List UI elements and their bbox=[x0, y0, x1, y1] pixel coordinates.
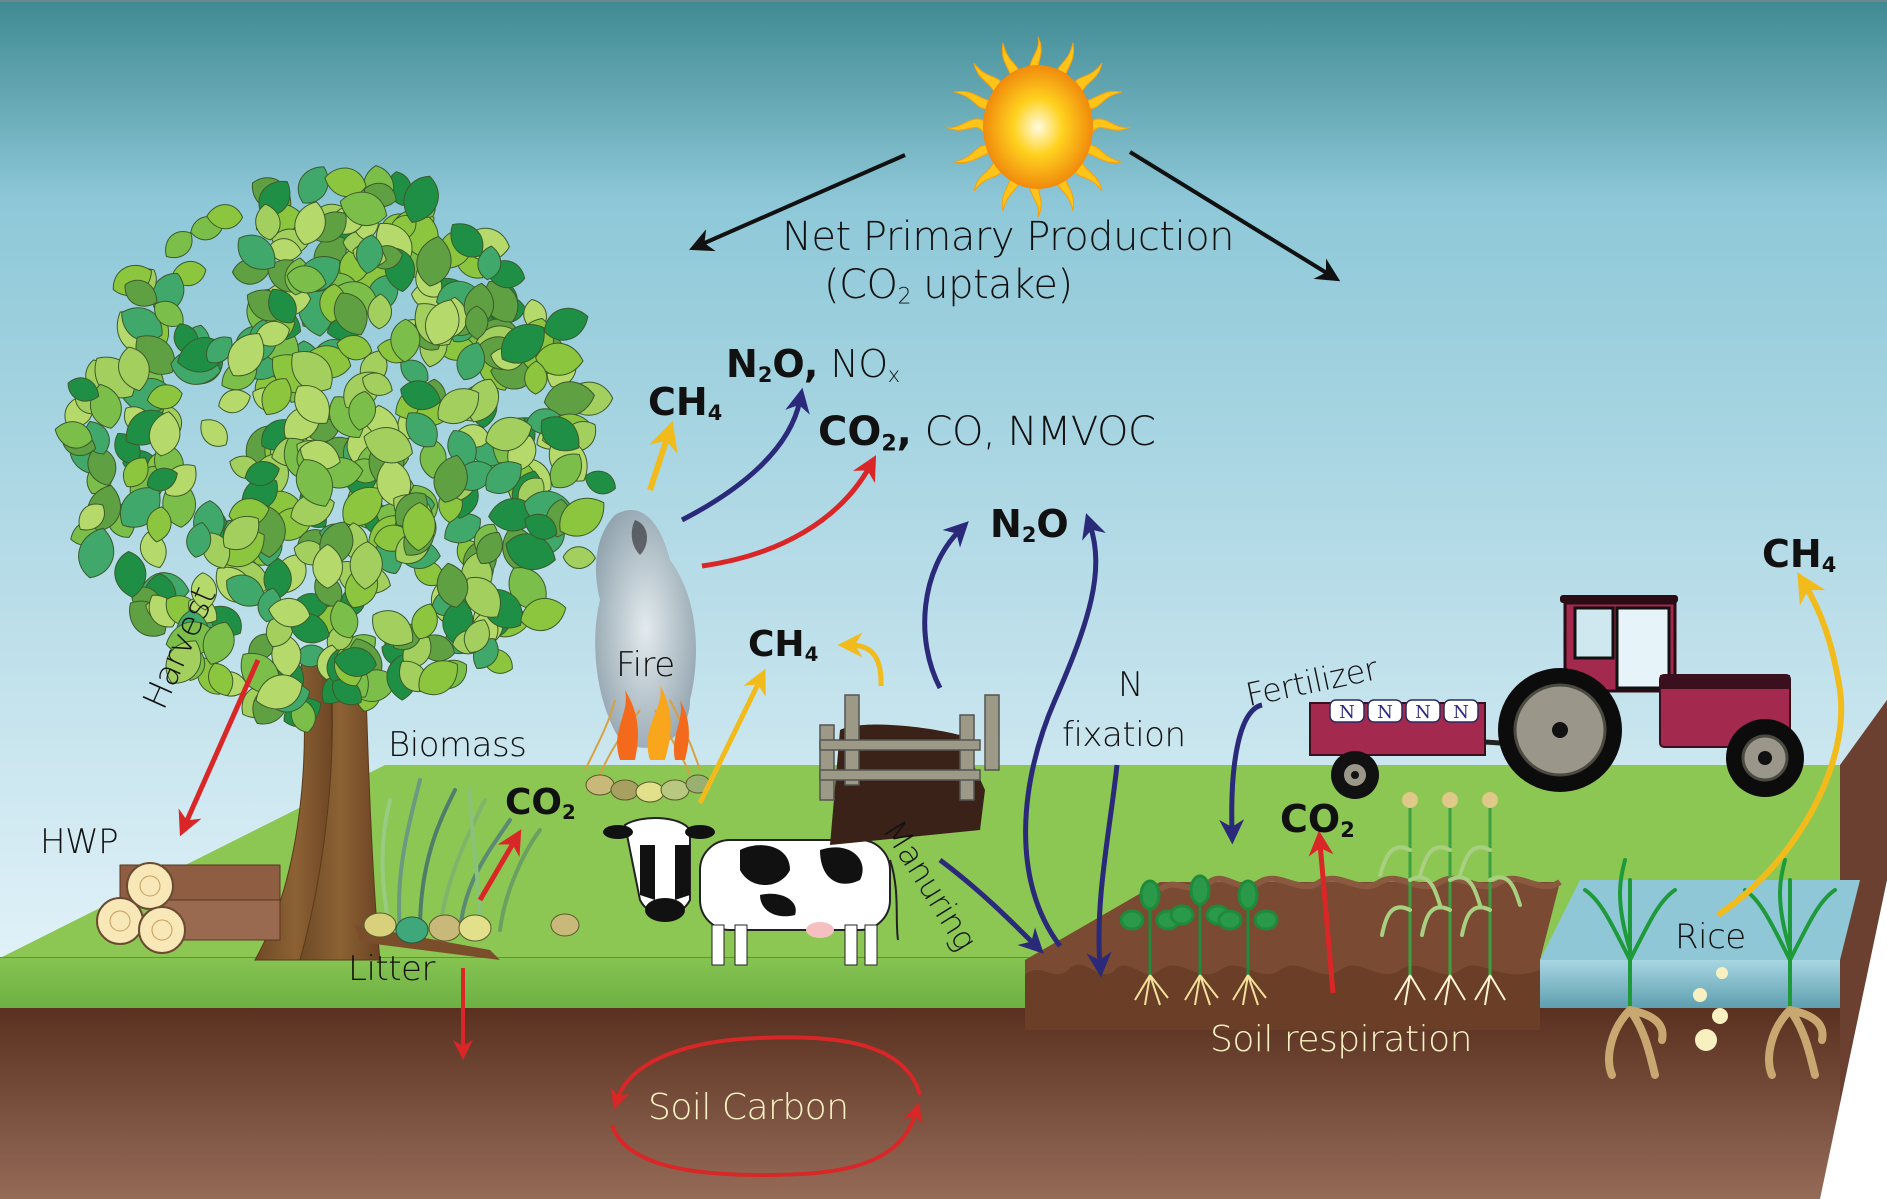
fire-n2o-nox-label: N2O, NOx bbox=[726, 342, 900, 388]
soy-plants bbox=[1119, 874, 1279, 1006]
harvested-wood-logs bbox=[96, 862, 281, 954]
livestock-ch4-label: CH4 bbox=[748, 624, 819, 666]
fire-co2-arrow bbox=[701, 455, 877, 569]
manure-pen bbox=[819, 694, 1000, 845]
npp-subtitle-sub: 2 bbox=[897, 284, 912, 310]
n-fixation-label-line1: N bbox=[1118, 665, 1143, 705]
n-fixation-label-line2: fixation bbox=[1062, 715, 1186, 755]
fire-ch4-arrow bbox=[647, 420, 678, 491]
npp-title: Net Primary Production bbox=[782, 214, 1235, 260]
biomass-label: Biomass bbox=[388, 725, 527, 765]
fertilizer-bag-label: N bbox=[1453, 702, 1469, 723]
soil-n2o-arrow bbox=[1023, 513, 1106, 948]
litter-label: Litter bbox=[348, 949, 435, 989]
manuring-arrow bbox=[938, 858, 1044, 954]
corn-plants bbox=[1378, 792, 1522, 1006]
tree bbox=[54, 165, 616, 961]
fertilizer-arrow bbox=[1219, 702, 1263, 845]
fertilizer-bag-label: N bbox=[1415, 702, 1431, 723]
fire-n2o-arrow bbox=[680, 387, 810, 523]
soil-n2o-label: N2O bbox=[990, 502, 1069, 548]
npp-subtitle-prefix: (CO bbox=[824, 262, 898, 308]
soil-carbon-label: Soil Carbon bbox=[648, 1087, 849, 1128]
fertilizer-bag-label: N bbox=[1377, 702, 1393, 723]
soil-respiration-label: Soil respiration bbox=[1210, 1019, 1472, 1060]
npp-subtitle-suffix: uptake) bbox=[911, 262, 1073, 308]
npp-subtitle: (CO2 uptake) bbox=[824, 265, 1073, 309]
rice-ch4-label: CH4 bbox=[1762, 532, 1837, 578]
fire-ch4-label: CH4 bbox=[648, 380, 723, 426]
n-fixation-arrow bbox=[1086, 764, 1120, 978]
fertilizer-bag-label: N bbox=[1339, 702, 1355, 723]
litter-co2-label: CO2 bbox=[505, 782, 576, 824]
hwp-label: HWP bbox=[40, 822, 119, 862]
rice-ch4-arrow bbox=[1716, 572, 1845, 918]
soil-carbon-loop-bottom bbox=[610, 1102, 923, 1178]
soil-carbon-loop-top bbox=[610, 1035, 922, 1110]
fire-label: Fire bbox=[616, 645, 675, 685]
harvest-arrow bbox=[178, 658, 261, 837]
litter bbox=[355, 912, 580, 960]
soil-respiration-arrow bbox=[1308, 830, 1336, 994]
manure-ch4-arrow bbox=[837, 632, 884, 687]
cow-ch4-arrow bbox=[697, 668, 766, 805]
fire bbox=[584, 510, 711, 803]
rice-label: Rice bbox=[1675, 917, 1746, 957]
tractor: N N N N bbox=[1309, 595, 1804, 799]
rice-paddy bbox=[1540, 858, 1860, 1079]
cropland-co2-label: CO2 bbox=[1280, 797, 1355, 843]
sun-icon bbox=[945, 36, 1131, 218]
npp-arrow-right bbox=[1128, 150, 1341, 282]
litter-co2-arrow bbox=[477, 829, 522, 902]
manure-n2o-arrow bbox=[922, 521, 969, 690]
soil-layer bbox=[0, 1008, 1887, 1199]
fire-co2-label: CO2, CO, NMVOC bbox=[818, 409, 1156, 457]
npp-arrow-left bbox=[689, 153, 906, 252]
cow bbox=[603, 817, 899, 966]
